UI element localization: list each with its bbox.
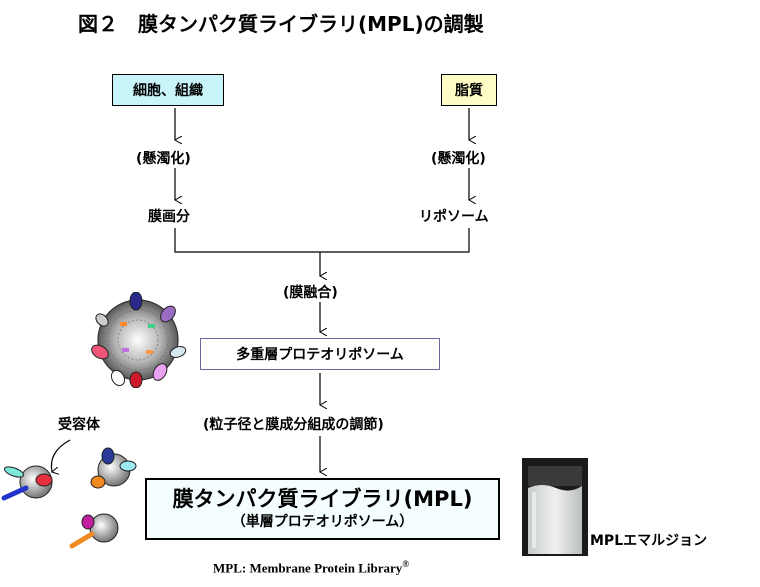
node-multilayer-proteoliposome: 多重層プロテオリポソーム xyxy=(200,338,440,370)
node-lipid: 脂質 xyxy=(441,74,497,106)
arrow-receptor xyxy=(50,439,71,472)
footer-text: MPL: Membrane Protein Library xyxy=(213,560,403,576)
label-mpl-emulsion: MPLエマルジョン xyxy=(590,533,708,549)
receptor-liposomes-illustration xyxy=(1,447,137,549)
footer-definition: MPL: Membrane Protein Library® xyxy=(213,559,409,576)
step-membrane-fusion: (膜融合) xyxy=(283,285,338,301)
label-receptor: 受容体 xyxy=(58,417,100,433)
emulsion-vial-image xyxy=(522,458,588,556)
merge-line xyxy=(174,228,470,253)
multilayer-liposome-illustration xyxy=(91,292,187,388)
mpl-emulsion-photo xyxy=(522,458,588,556)
node-mpl: 膜タンパク質ライブラリ(MPL) （単層プロテオリポソーム） xyxy=(145,478,500,540)
node-liposome: リポソーム xyxy=(419,209,489,225)
step-suspend-right: (懸濁化) xyxy=(431,151,486,167)
mpl-title: 膜タンパク質ライブラリ(MPL) xyxy=(172,487,473,511)
node-cells-tissue: 細胞、組織 xyxy=(112,74,224,106)
step-suspend-left: (懸濁化) xyxy=(136,151,191,167)
figure-title: 図２ 膜タンパク質ライブラリ(MPL)の調製 xyxy=(78,12,484,36)
node-membrane-fraction: 膜画分 xyxy=(148,209,190,225)
step-size-composition-adjust: (粒子径と膜成分組成の調節) xyxy=(203,417,384,433)
registered-mark: ® xyxy=(402,559,410,569)
mpl-subtitle: （単層プロテオリポソーム） xyxy=(231,514,414,530)
